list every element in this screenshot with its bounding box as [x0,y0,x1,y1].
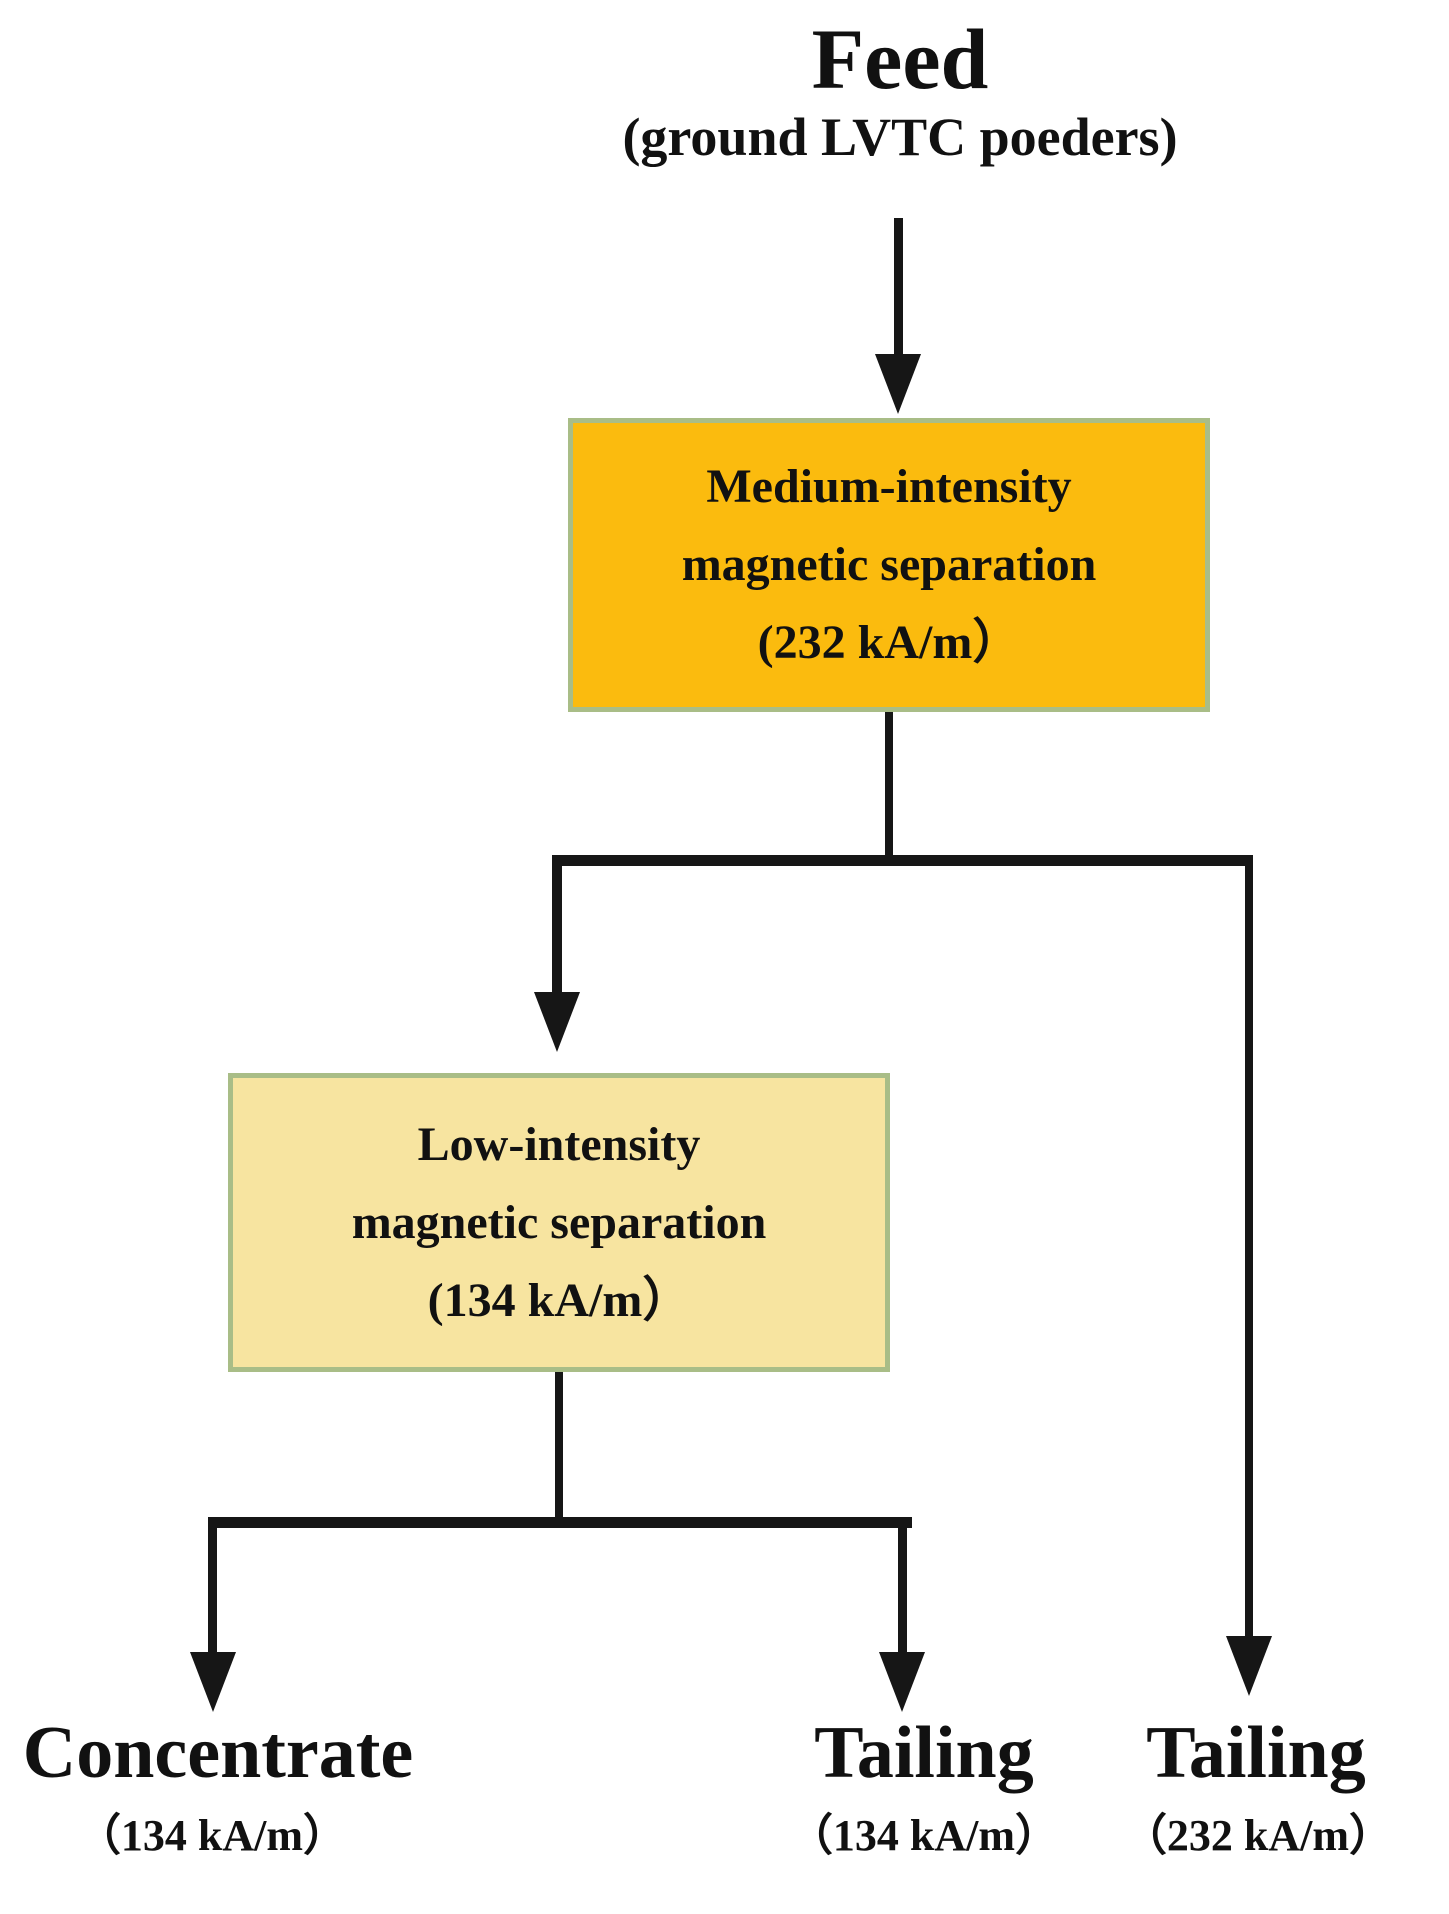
feed-title: Feed [811,11,989,107]
box-line: Medium-intensity [706,460,1072,513]
feed-arrow-head-icon [875,354,921,414]
branch-to-low-arrow-head-icon [534,992,580,1052]
low-split-bar [208,1517,912,1528]
output-tailing-232-value: （232 kA/m） [1122,1811,1394,1860]
medium-intensity-separation-box: Medium-intensity magnetic separation (23… [568,418,1210,712]
branch-to-tailing-232-shaft [1245,855,1253,1638]
output-concentrate-label: Concentrate [22,1712,414,1794]
branch-to-concentrate-shaft [208,1517,217,1654]
branch-to-concentrate-arrow-head-icon [190,1652,236,1712]
feed-arrow-shaft [894,218,903,358]
output-concentrate-value: （134 kA/m） [76,1811,348,1860]
low-intensity-separation-box: Low-intensity magnetic separation (134 k… [228,1073,890,1372]
branch-to-low-shaft [552,855,562,992]
box-line: Low-intensity [417,1117,701,1171]
box-line: magnetic separation [351,1195,767,1249]
box-line: magnetic separation [681,538,1097,591]
branch-to-tailing-232-arrow-head-icon [1226,1636,1272,1696]
branch-to-tailing-134-shaft [898,1517,907,1654]
medium-split-stem [885,712,893,858]
low-split-stem [555,1372,563,1520]
medium-split-bar [552,855,1253,866]
output-tailing-134-label: Tailing [814,1712,1034,1794]
output-tailing-134-value: （134 kA/m） [788,1811,1060,1860]
feed-subtitle: (ground LVTC poeders) [622,107,1178,167]
box-line: (134 kA/m） [427,1273,691,1327]
branch-to-tailing-134-arrow-head-icon [879,1652,925,1712]
box-line: (232 kA/m） [757,616,1021,669]
output-tailing-232-label: Tailing [1146,1712,1366,1794]
